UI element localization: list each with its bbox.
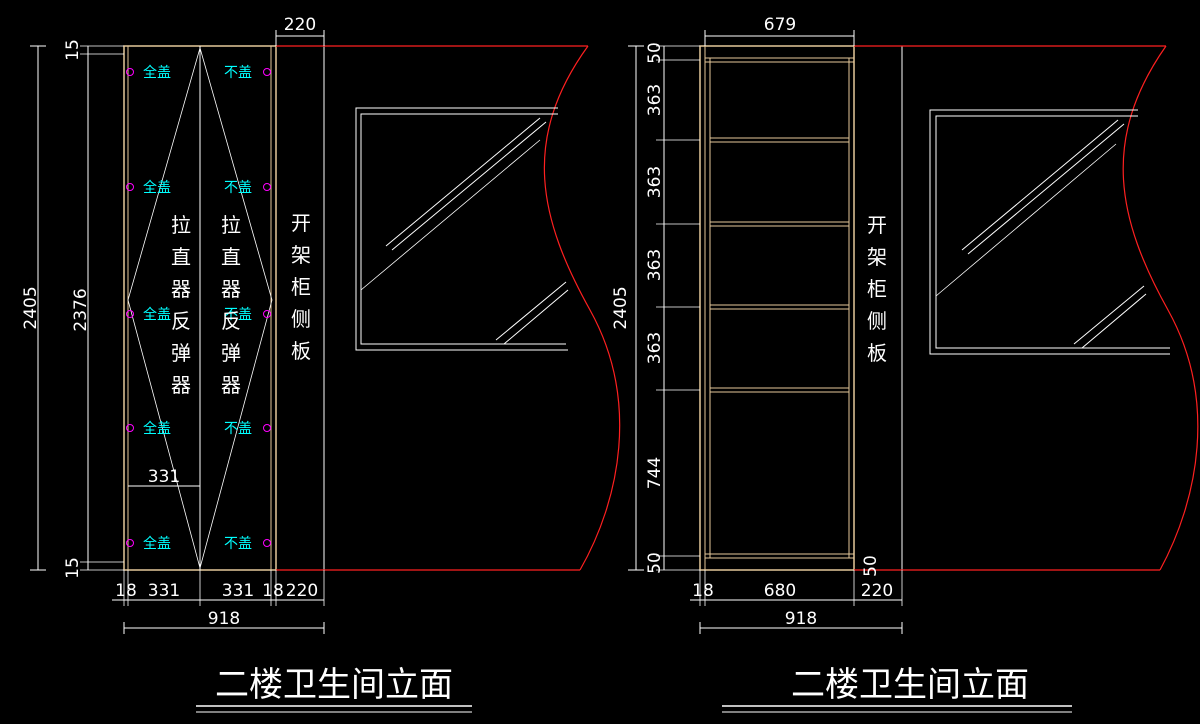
break-line xyxy=(1122,45,1199,571)
side-panel-char: 侧 xyxy=(291,307,311,331)
dim-bottom-total: 918 xyxy=(785,609,817,629)
door-text-char: 拉 xyxy=(221,213,241,237)
mirror-frame xyxy=(355,107,568,351)
dim-bottom-total: 918 xyxy=(208,609,240,629)
door-text-char: 器 xyxy=(171,373,191,397)
door-text-char: 拉 xyxy=(171,213,191,237)
door-text-1: 拉 直 器 反 弹 器 xyxy=(171,213,191,397)
door-swing-right xyxy=(199,47,273,569)
door-text-char: 弹 xyxy=(221,341,241,365)
side-panel-text-left: 开 架 柜 侧 板 xyxy=(291,211,311,363)
right-elevation: 开 架 柜 侧 板 679 2405 50 363 363 363 363 74… xyxy=(611,15,1199,713)
drawing-title: 二楼卫生间立面 xyxy=(791,665,1029,705)
hinge-label: 全盖 xyxy=(143,420,171,437)
dim-segment: 363 xyxy=(645,249,665,281)
hinge-label: 不盖 xyxy=(224,180,252,196)
hinge-icon xyxy=(263,183,271,191)
dim-segment: 363 xyxy=(645,84,665,116)
hinge-icon xyxy=(263,68,271,76)
mirror-frame-inner xyxy=(935,115,1170,349)
dim-segment: 363 xyxy=(645,166,665,198)
hinge-label: 全盖 xyxy=(143,535,171,552)
left-elevation: 全盖 不盖 全盖 不盖 全盖 不盖 全盖 不盖 全盖 不盖 拉 直 器 反 弹 … xyxy=(21,15,621,713)
hinge-label: 不盖 xyxy=(224,307,252,323)
mirror-glare xyxy=(391,121,547,251)
side-panel-char: 架 xyxy=(867,245,887,269)
break-line xyxy=(543,45,621,571)
door-swing-left xyxy=(127,47,201,569)
door-text-char: 弹 xyxy=(171,341,191,365)
hinge-icon xyxy=(126,310,134,318)
dim-segment: 50 xyxy=(645,42,665,64)
cabinet-outline xyxy=(699,45,855,571)
side-panel-char: 侧 xyxy=(867,309,887,333)
dim-top-width: 220 xyxy=(284,15,316,35)
hinge-markers: 全盖 不盖 全盖 不盖 全盖 不盖 全盖 不盖 全盖 不盖 xyxy=(126,64,271,552)
dim-b5: 220 xyxy=(286,581,318,601)
hinge-icon xyxy=(126,539,134,547)
mirror-glare xyxy=(1073,285,1145,345)
mirror-glare xyxy=(1081,293,1147,349)
side-panel-char: 开 xyxy=(867,213,887,237)
dim-top-gap: 15 xyxy=(63,39,83,61)
door-text-char: 器 xyxy=(221,373,241,397)
hinge-label: 全盖 xyxy=(143,179,171,196)
hinge-label: 全盖 xyxy=(143,306,171,323)
mirror-glare xyxy=(967,123,1125,255)
mirror-frame-inner xyxy=(360,113,566,345)
dim-b2: 680 xyxy=(764,581,796,601)
side-panel-char: 柜 xyxy=(867,277,887,301)
dim-b1: 18 xyxy=(692,581,714,601)
mirror-glare xyxy=(503,289,569,345)
door-text-char: 器 xyxy=(171,277,191,301)
mirror-glare xyxy=(495,281,567,341)
hinge-icon xyxy=(126,68,134,76)
hinge-icon xyxy=(126,183,134,191)
mirror-glare xyxy=(961,119,1119,251)
door-text-2: 拉 直 器 反 弹 器 xyxy=(221,213,241,397)
door-text-char: 反 xyxy=(221,309,241,333)
door-text-char: 器 xyxy=(221,277,241,301)
drawing-title: 二楼卫生间立面 xyxy=(215,665,453,705)
hinge-label: 不盖 xyxy=(224,421,252,437)
side-panel-text-right: 开 架 柜 侧 板 xyxy=(867,213,887,365)
dim-segment: 744 xyxy=(645,457,665,489)
dim-segment: 363 xyxy=(645,332,665,364)
side-panel-char: 开 xyxy=(291,211,311,235)
door-text-char: 直 xyxy=(171,245,191,269)
side-panel-char: 板 xyxy=(291,339,311,363)
dim-height-inner: 2376 xyxy=(71,288,91,331)
hinge-icon xyxy=(126,424,134,432)
dim-b4: 18 xyxy=(262,581,284,601)
dim-height-total: 2405 xyxy=(611,286,631,329)
dim-b3: 220 xyxy=(861,581,893,601)
side-panel-char: 柜 xyxy=(291,275,311,299)
dim-segment: 50 xyxy=(645,552,665,574)
mirror-glare xyxy=(935,143,1117,297)
hinge-icon xyxy=(263,310,271,318)
mirror-glare xyxy=(385,117,541,247)
dim-height-total: 2405 xyxy=(21,286,41,329)
dim-inner-width: 331 xyxy=(148,467,180,487)
hinge-label: 不盖 xyxy=(224,65,252,81)
mirror-glare xyxy=(360,139,541,291)
dim-b2: 331 xyxy=(148,581,180,601)
dim-b3: 331 xyxy=(222,581,254,601)
dim-side-50: 50 xyxy=(861,555,881,577)
side-panel-char: 板 xyxy=(867,341,887,365)
hinge-label: 全盖 xyxy=(143,64,171,81)
hinge-label: 不盖 xyxy=(224,536,252,552)
dim-bottom-gap: 15 xyxy=(63,557,83,579)
hinge-icon xyxy=(263,424,271,432)
door-text-char: 直 xyxy=(221,245,241,269)
door-text-char: 反 xyxy=(171,309,191,333)
dim-b1: 18 xyxy=(115,581,137,601)
dim-top-width: 679 xyxy=(764,15,796,35)
side-panel-char: 架 xyxy=(291,243,311,267)
hinge-icon xyxy=(263,539,271,547)
mirror-frame xyxy=(929,109,1170,355)
